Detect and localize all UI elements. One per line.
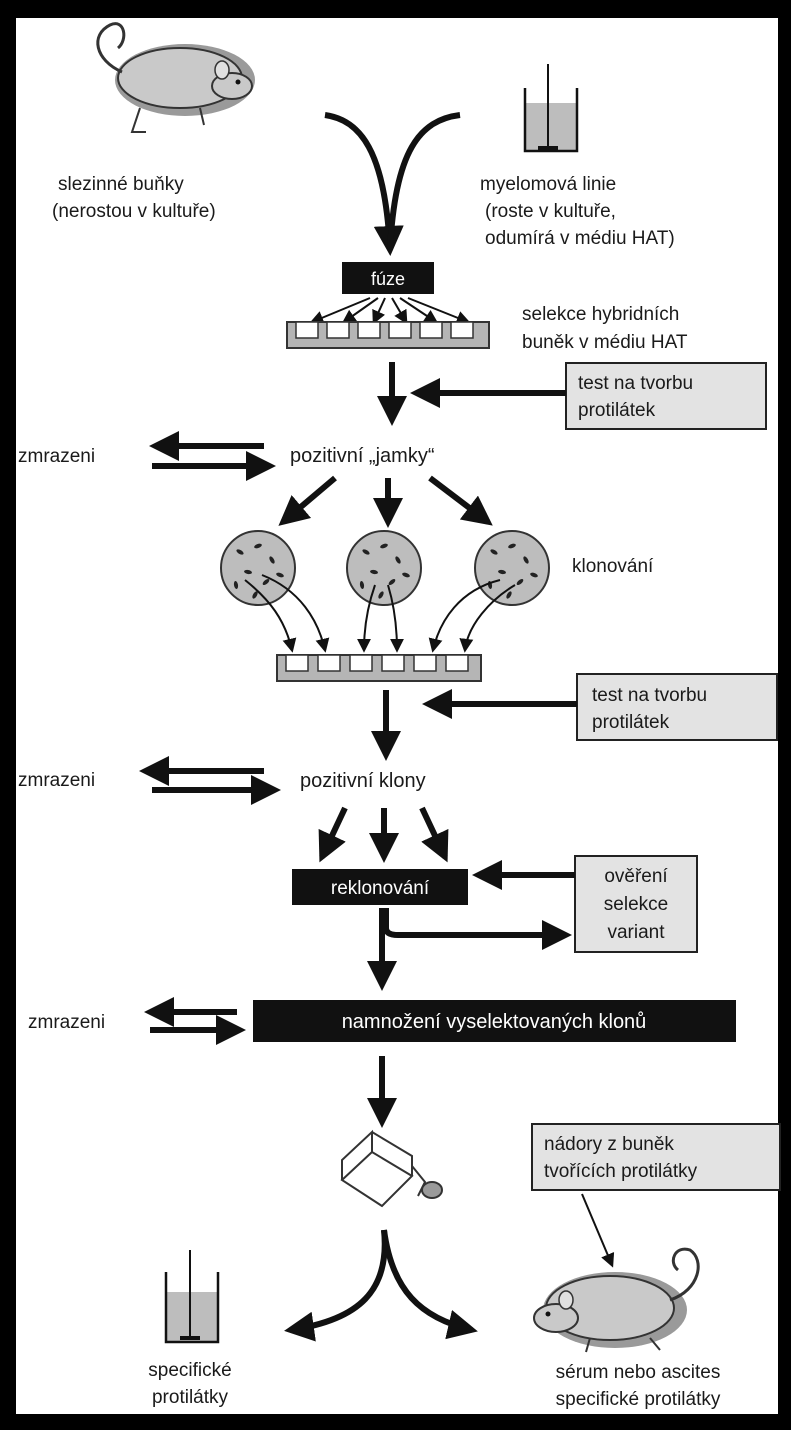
recloning-label: reklonování xyxy=(331,878,430,899)
merge-arrow-left xyxy=(324,112,404,256)
freeze-label-1: zmrazeni xyxy=(18,446,95,467)
freeze-label-3: zmrazeni xyxy=(28,1012,105,1033)
fusion-label: fúze xyxy=(371,269,405,289)
cloning-arrows xyxy=(244,574,516,653)
culture-flask-icon xyxy=(340,1129,443,1208)
freeze-label-2: zmrazeni xyxy=(18,770,95,791)
colony-right xyxy=(474,530,550,606)
mouse-icon-bottom xyxy=(533,1247,700,1353)
colony-left xyxy=(220,530,296,606)
positive-wells-label: pozitivní „jamky“ xyxy=(290,445,434,467)
arrow-clone-left xyxy=(318,806,348,863)
arrow-to-colony-right xyxy=(428,475,493,526)
well-plate-2 xyxy=(276,654,482,682)
antibody-test-2-line-1: test na tvorbu xyxy=(592,685,707,706)
selection-label-2: buněk v médiu HAT xyxy=(522,332,688,353)
selection-label-1: selekce hybridních xyxy=(522,304,679,325)
myeloma-label-1: myelomová linie xyxy=(480,174,616,195)
output-serum-2: specifické protilátky xyxy=(556,1389,721,1410)
output-specific-1: specifické xyxy=(148,1360,231,1381)
colony-middle xyxy=(346,530,422,606)
tumors-line-2: tvořících protilátky xyxy=(544,1161,698,1182)
recloning-box xyxy=(292,869,468,905)
expansion-box xyxy=(253,1000,736,1042)
tumors-arrow xyxy=(581,1193,615,1268)
verify-line-2: selekce xyxy=(604,894,668,915)
antibody-test-2-line-2: protilátek xyxy=(592,712,670,733)
spleen-label-1: slezinné buňky xyxy=(58,174,184,195)
arrow-to-colony-left xyxy=(278,475,337,526)
verify-line-1: ověření xyxy=(604,866,668,887)
beaker-icon-bottom xyxy=(164,1250,220,1344)
split-arrow-left xyxy=(284,1229,388,1342)
myeloma-label-3: odumírá v médiu HAT) xyxy=(485,228,675,249)
verify-line-3: variant xyxy=(607,922,665,943)
output-specific-2: protilátky xyxy=(152,1387,229,1408)
positive-clones-label: pozitivní klony xyxy=(300,770,426,792)
beaker-icon-top xyxy=(523,64,579,153)
output-serum-1: sérum nebo ascites xyxy=(556,1362,721,1383)
antibody-test-box-1 xyxy=(565,362,767,430)
myeloma-label-2: (roste v kultuře, xyxy=(485,201,616,222)
verify-box xyxy=(574,855,698,953)
split-arrow-right xyxy=(381,1229,478,1340)
verify-arrow-out xyxy=(383,908,572,950)
arrow-clone-right xyxy=(419,806,449,863)
antibody-test-1-line-2: protilátek xyxy=(578,400,656,421)
well-plate-1 xyxy=(286,321,490,349)
tumors-box xyxy=(531,1123,781,1191)
spleen-label-2: (nerostou v kultuře) xyxy=(52,201,216,222)
mouse-icon-top xyxy=(96,22,255,133)
merge-arrow-right xyxy=(387,112,461,251)
fan-arrows-1 xyxy=(309,297,471,325)
fusion-box xyxy=(342,262,434,294)
cloning-label: klonování xyxy=(572,556,654,577)
antibody-test-box-2 xyxy=(576,673,778,741)
antibody-test-1-line-1: test na tvorbu xyxy=(578,373,693,394)
expansion-label: namnožení vyselektovaných klonů xyxy=(342,1011,647,1033)
tumors-line-1: nádory z buněk xyxy=(544,1134,674,1155)
